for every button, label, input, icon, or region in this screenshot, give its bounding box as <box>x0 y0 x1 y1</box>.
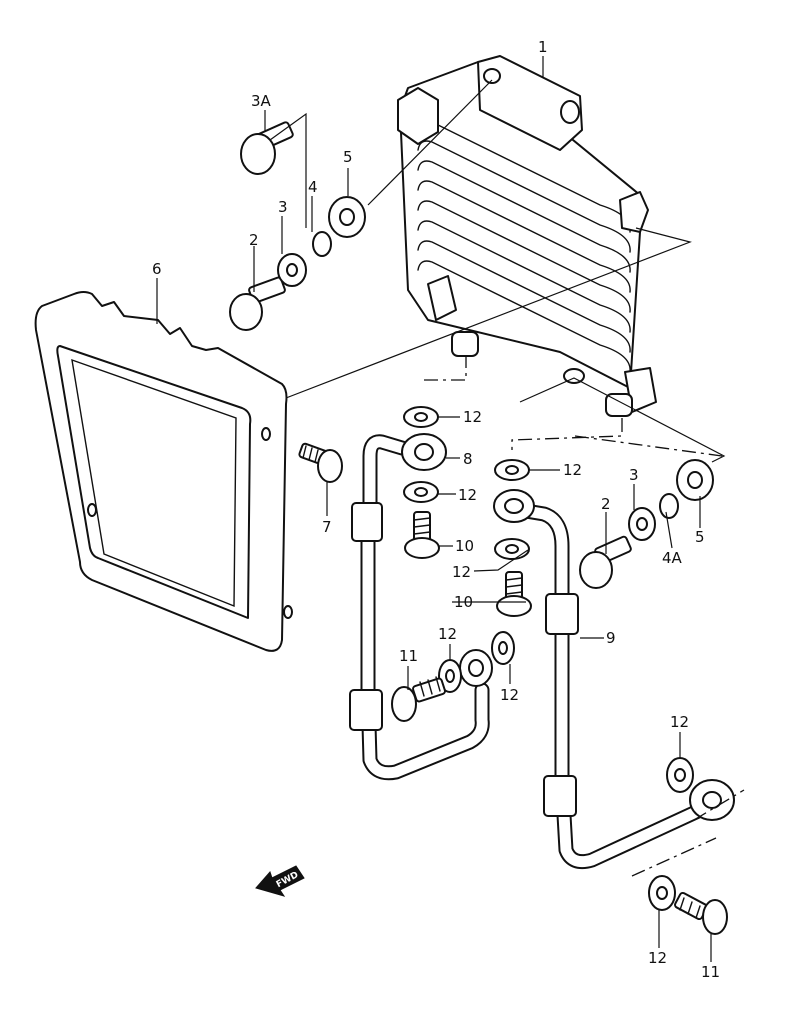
callout-12-c: 12 <box>563 461 582 479</box>
mounting-hardware-upper <box>229 121 366 331</box>
callout-10-b: 10 <box>454 593 473 611</box>
callout-9: 9 <box>606 629 616 647</box>
sealing-washers <box>403 406 694 911</box>
callout-4-upper: 4 <box>308 178 318 196</box>
callout-8: 8 <box>463 450 473 468</box>
callout-labels: 1 3A 5 4 3 2 6 12 8 12 10 12 12 10 7 3 2… <box>152 38 720 981</box>
cooler-cover <box>34 291 293 652</box>
callout-3A: 3A <box>251 92 272 110</box>
callout-12-b: 12 <box>458 486 477 504</box>
leader-lines <box>156 56 712 962</box>
callout-12-h: 12 <box>648 949 667 967</box>
callout-12-d: 12 <box>452 563 471 581</box>
mounting-hardware-lower <box>579 459 714 589</box>
callout-12-a: 12 <box>463 408 482 426</box>
callout-10-a: 10 <box>455 537 474 555</box>
oil-cooler <box>397 55 657 417</box>
callout-3-lower: 3 <box>629 466 639 484</box>
callout-11-b: 11 <box>701 963 720 981</box>
oil-hose-right <box>493 489 735 870</box>
union-bolt-11 <box>391 676 446 722</box>
callout-3-upper: 3 <box>278 198 288 216</box>
oil-hose-left <box>349 433 493 781</box>
callout-2-upper: 2 <box>249 231 259 249</box>
assembly-lines <box>269 79 745 877</box>
callout-6: 6 <box>152 260 162 278</box>
callout-5-lower: 5 <box>695 528 705 546</box>
cover-bolt-7 <box>298 442 343 483</box>
callout-7: 7 <box>322 518 332 536</box>
callout-12-e: 12 <box>438 625 457 643</box>
callout-11-a: 11 <box>399 647 418 665</box>
callout-12-f: 12 <box>500 686 519 704</box>
callout-4A: 4A <box>662 549 683 567</box>
union-bolt-11-lower <box>674 891 728 935</box>
callout-1: 1 <box>538 38 548 56</box>
callout-2-lower: 2 <box>601 495 611 513</box>
callout-5-upper: 5 <box>343 148 353 166</box>
callout-12-g: 12 <box>670 713 689 731</box>
union-bolts <box>404 511 532 617</box>
fwd-arrow-icon: FWD <box>255 865 305 897</box>
